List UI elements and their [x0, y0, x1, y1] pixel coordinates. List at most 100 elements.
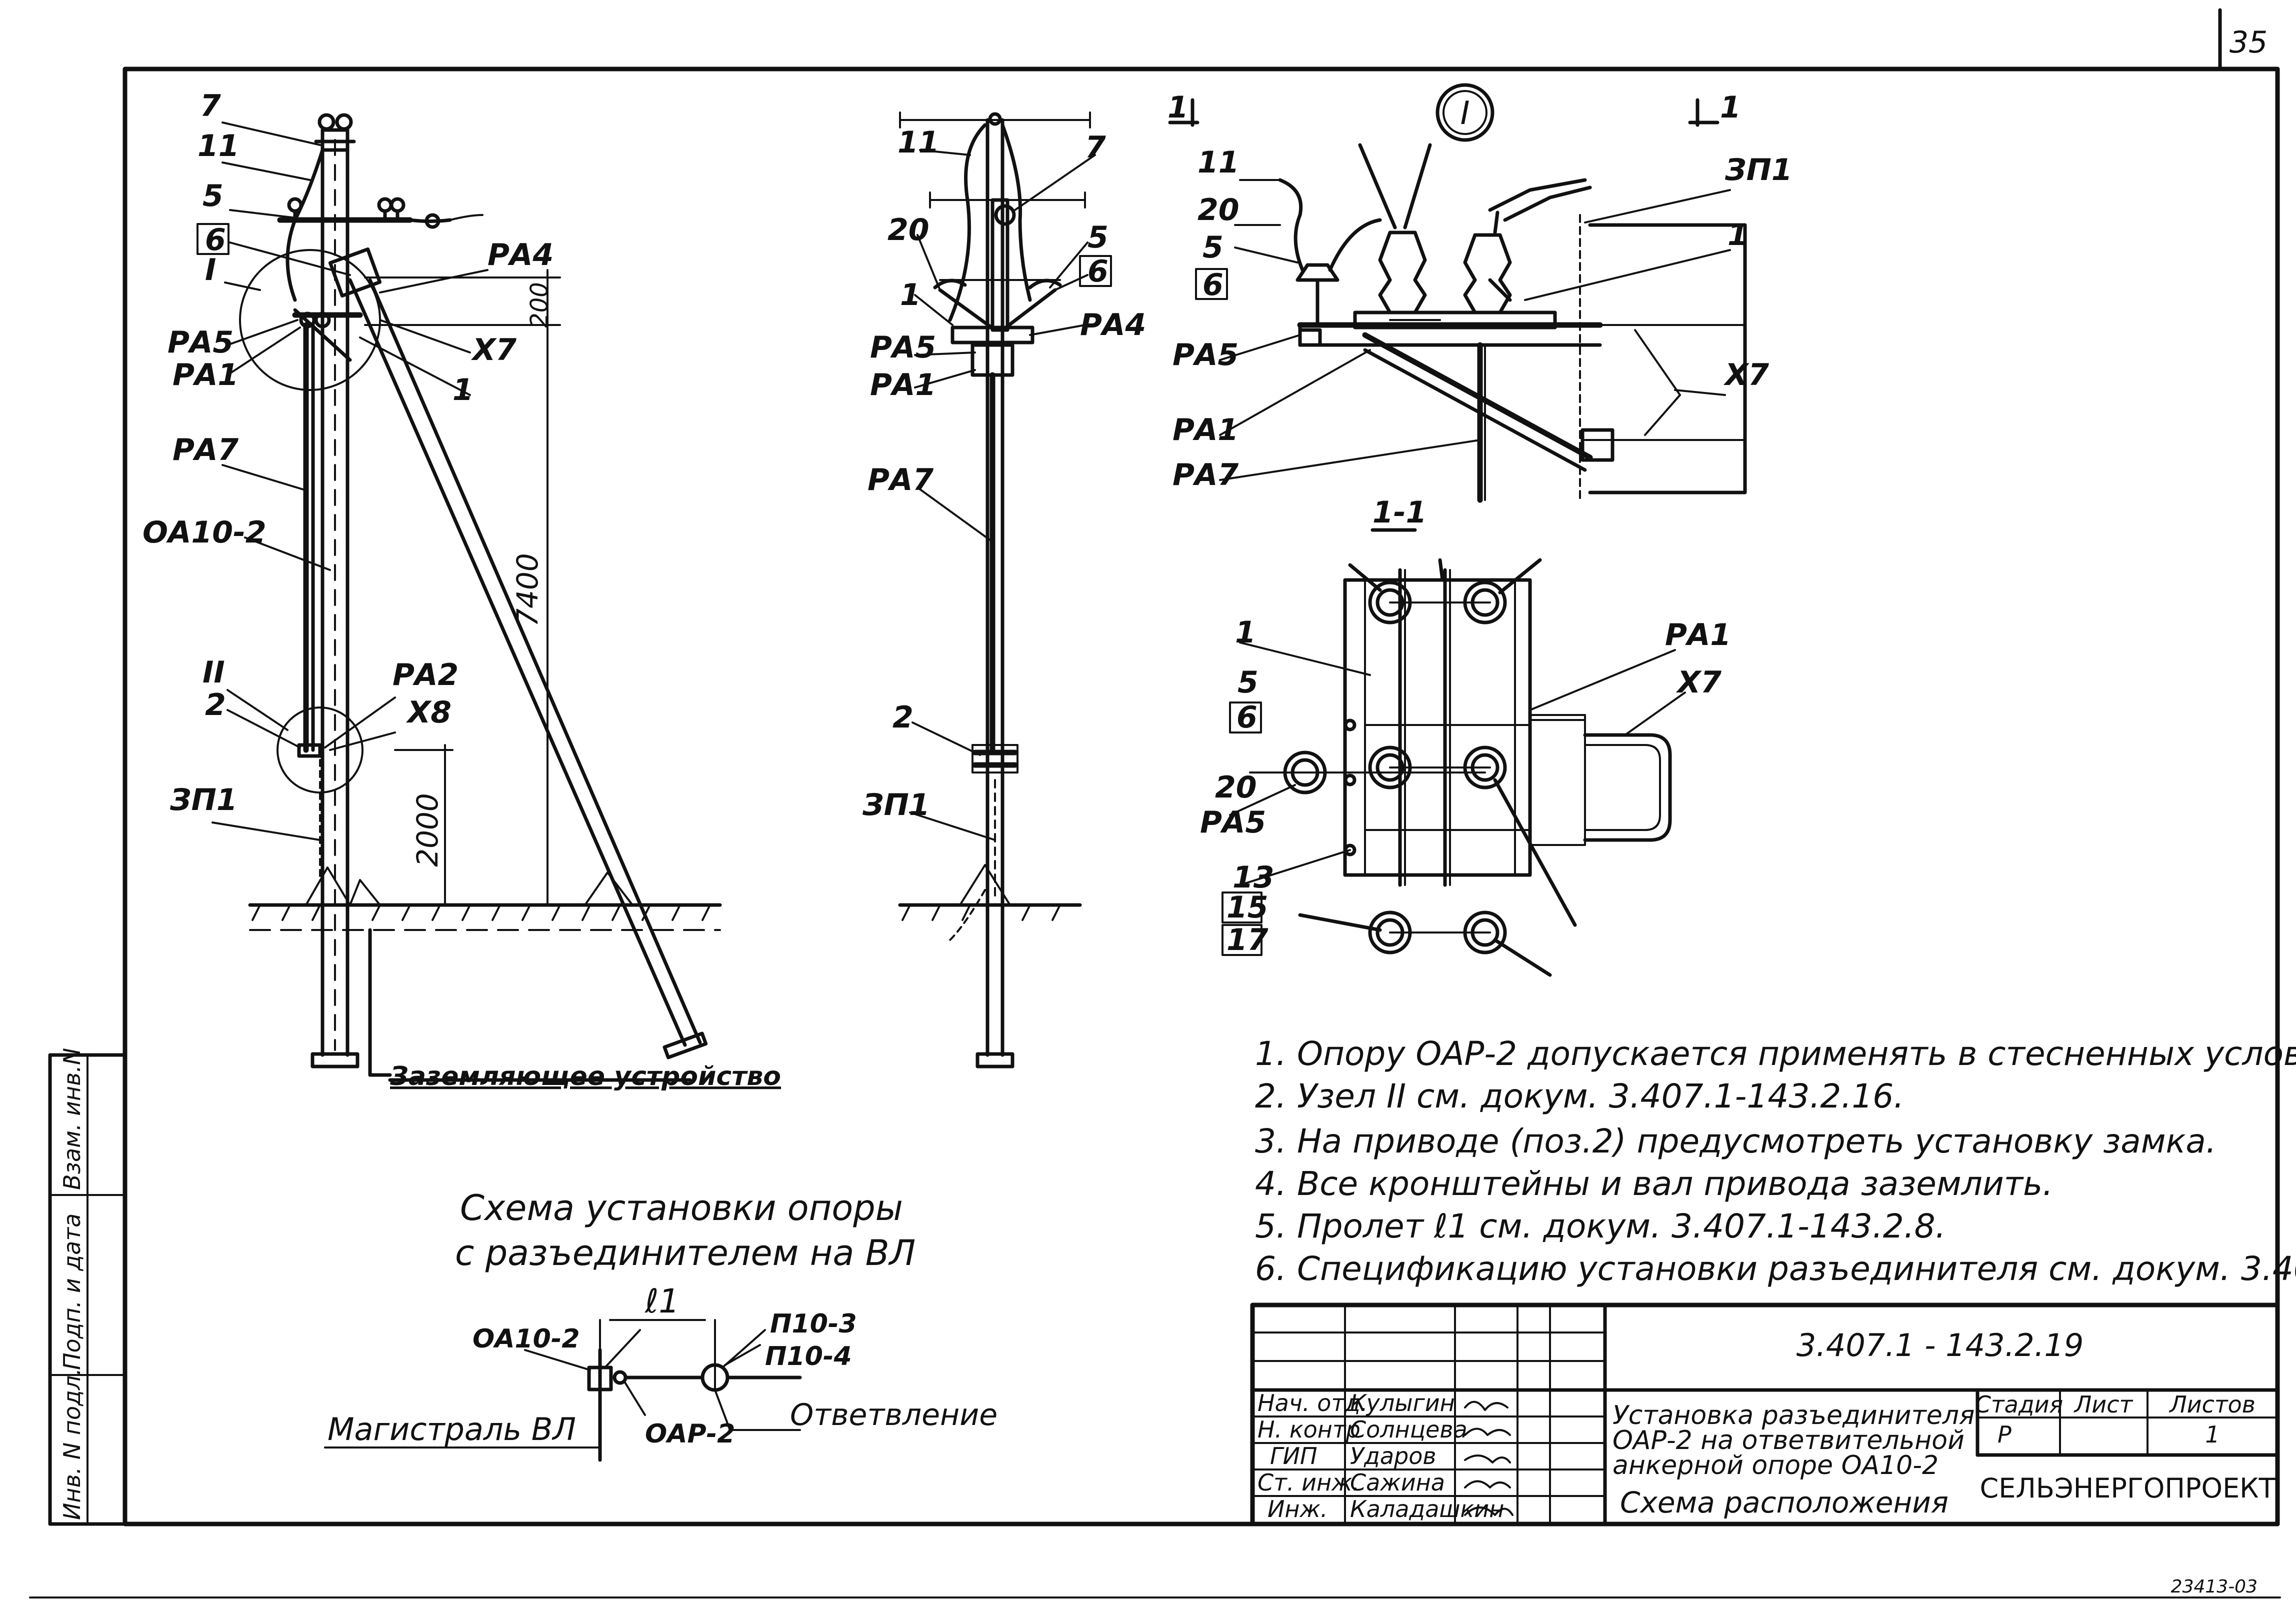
front-label-1: 1 [452, 372, 474, 408]
tb-name-2: Солнцева [1350, 1416, 1468, 1443]
front-label-2: 2 [205, 688, 226, 722]
front-label-pa1: РА1 [172, 358, 238, 392]
tb-name-4: Сажина [1350, 1469, 1445, 1496]
section-label-13: 13 [1232, 860, 1274, 895]
note-3: 3. На приводе (поз.2) предусмотреть уста… [1255, 1122, 2216, 1160]
front-label-pa5: РА5 [168, 325, 234, 360]
scheme-branch-pole: ОАР-2 [645, 1419, 735, 1449]
section-title: 1-1 [1372, 495, 1426, 530]
front-label-x8: Х8 [406, 695, 452, 730]
side-label-6: 6 [1088, 254, 1108, 289]
front-label-5: 5 [202, 178, 224, 214]
notes: 1. Опору ОАР-2 допускается применять в с… [1255, 1034, 2296, 1288]
tb-sheet-header: Лист [2074, 1391, 2134, 1418]
tb-role-2: Н. контр [1258, 1416, 1360, 1443]
front-label-x7: Х7 [470, 332, 516, 368]
side-stamp-inv-podl: Инв. N подл. [58, 1368, 86, 1520]
side-stamp-vzam-inv: Взам. инв.N [58, 1048, 86, 1190]
dim-7400: 7400 [510, 553, 544, 627]
tb-name-3: Ударов [1350, 1442, 1436, 1470]
archive-number: 23413-03 [2171, 1576, 2258, 1597]
side-label-20: 20 [888, 212, 930, 248]
detail-label-5: 5 [1202, 230, 1224, 265]
detail-label-zp1: ЗП1 [1724, 152, 1792, 188]
scheme-title-line-2: с разъединителем на ВЛ [455, 1232, 916, 1274]
front-label-oa10-2: ОА10-2 [142, 515, 266, 550]
note-6: 6. Спецификацию установки разъединителя … [1255, 1250, 2296, 1288]
front-view-pole [239, 113, 722, 1082]
tb-sheets-value: 1 [2205, 1421, 2220, 1448]
front-label-pa7: РА7 [172, 432, 238, 468]
tb-description-line-3: анкерной опоре ОА10-2 [1612, 1450, 1938, 1480]
tb-stage-header: Стадия [1975, 1391, 2063, 1418]
scheme-right-pole-2: П10-4 [765, 1342, 852, 1372]
detail-label-11: 11 [1198, 145, 1240, 180]
section-1-1 [1249, 528, 1672, 977]
detail-label-pa1: РА1 [1172, 412, 1238, 448]
side-label-2: 2 [892, 700, 914, 735]
side-label-1: 1 [900, 278, 921, 312]
sheet-frame [29, 8, 2281, 1598]
installation-scheme [324, 1319, 802, 1462]
detail-circle-label: I [1460, 95, 1470, 132]
side-label-zp1: ЗП1 [862, 788, 930, 822]
tb-description-line-2: ОАР-2 на ответвительной [1612, 1426, 1964, 1456]
front-dimensions [364, 269, 561, 906]
side-leaders [909, 149, 1096, 841]
side-label-pa5: РА5 [870, 330, 936, 365]
side-label-7: 7 [1085, 130, 1106, 165]
section-label-pa1: РА1 [1665, 618, 1731, 652]
side-label-11: 11 [898, 125, 940, 160]
tb-role-3: ГИП [1270, 1442, 1318, 1470]
front-label-zp1: ЗП1 [170, 782, 238, 818]
document-code: 3.407.1 - 143.2.19 [1796, 1327, 2084, 1364]
side-label-5: 5 [1088, 220, 1108, 255]
tb-role-5: Инж. [1268, 1496, 1328, 1522]
section-leaders [1229, 642, 1686, 886]
section-label-17: 17 [1226, 922, 1268, 958]
front-label-6: 6 [205, 222, 226, 258]
front-label-pa4: РА4 [488, 238, 554, 272]
section-mark-right: 1 [1720, 90, 1741, 125]
section-label-pa5: РА5 [1200, 805, 1266, 840]
tb-organization: СЕЛЬЭНЕРГОПРОЕКТ [1980, 1472, 2276, 1504]
section-label-1: 1 [1235, 615, 1256, 650]
tb-name-5: Каладашкин [1350, 1496, 1504, 1522]
detail-node-1 [1168, 83, 1747, 503]
tb-description-line-1: Установка разъединителя [1612, 1400, 1974, 1430]
scheme-branch: Ответвление [790, 1398, 998, 1432]
tb-role-4: Ст. инж. [1258, 1469, 1360, 1496]
front-label-node-2: II [202, 655, 225, 690]
detail-leaders [1219, 179, 1731, 481]
section-label-6: 6 [1236, 700, 1258, 735]
note-5: 5. Пролет ℓ1 см. докум. 3.407.1-143.2.8. [1255, 1207, 1946, 1246]
scheme-span-label: ℓ1 [644, 1282, 680, 1320]
front-leaders [212, 122, 488, 841]
front-label-node-1: I [205, 252, 216, 288]
tb-stage-value: Р [1998, 1421, 2012, 1448]
side-view-pole [898, 112, 1091, 1068]
tb-drawing-title: Схема расположения [1620, 1486, 1948, 1520]
title-block [1250, 1302, 2280, 1526]
section-label-20: 20 [1215, 770, 1257, 805]
detail-label-20: 20 [1198, 192, 1240, 228]
front-label-7: 7 [200, 88, 221, 124]
side-stamp [48, 1053, 127, 1526]
tb-sheets-header: Листов [2168, 1391, 2256, 1418]
dim-2000: 2000 [410, 793, 444, 867]
note-4: 4. Все кронштейны и вал привода заземлит… [1255, 1164, 2053, 1203]
section-label-15: 15 [1226, 890, 1268, 925]
side-label-pa1: РА1 [870, 368, 936, 402]
section-label-5: 5 [1238, 665, 1258, 700]
dim-200: 200 [526, 282, 554, 328]
detail-label-6: 6 [1202, 268, 1224, 302]
scheme-main-line: Магистраль ВЛ [328, 1411, 576, 1448]
note-2: 2. Узел II см. докум. 3.407.1-143.2.16. [1255, 1077, 1904, 1116]
side-label-pa7: РА7 [868, 462, 934, 498]
scheme-left-pole: ОА10-2 [472, 1324, 580, 1354]
side-label-pa4: РА4 [1080, 308, 1146, 342]
section-mark-left: 1 [1168, 90, 1188, 125]
detail-label-pa5: РА5 [1172, 338, 1238, 372]
side-stamp-podp-data: Подп. и дата [58, 1214, 86, 1370]
